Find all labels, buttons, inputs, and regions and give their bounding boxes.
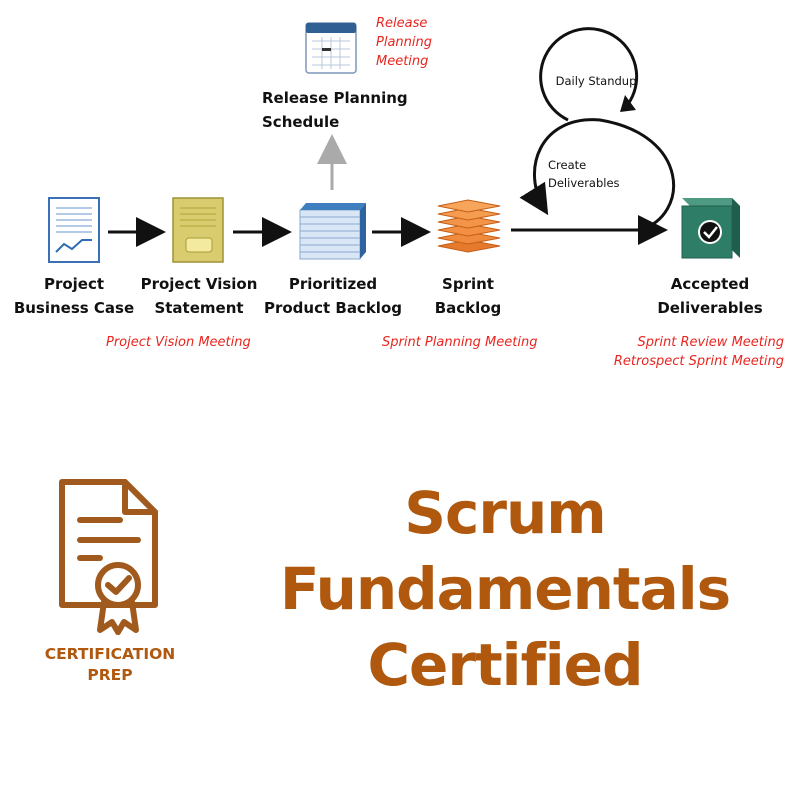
meeting-project-vision: Project Vision Meeting [106,335,251,350]
document-chart-icon [48,197,100,263]
calendar-icon [305,22,357,74]
sprint-stack-icon [437,199,501,253]
vision-statement-icon [172,197,224,263]
daily-standup-loop [539,27,639,122]
deliverable-box-icon [681,198,740,259]
meeting-sprint-planning: Sprint Planning Meeting [382,335,538,350]
certificate-icon [59,479,158,635]
label-daily-standup: Daily Standup [555,74,637,88]
daily-loop-arrowhead [620,95,636,112]
create-deliverables-loop [519,118,675,232]
backlog-stack-icon [299,203,366,260]
flow-arrows [108,215,668,247]
sprint-loops [519,27,675,232]
